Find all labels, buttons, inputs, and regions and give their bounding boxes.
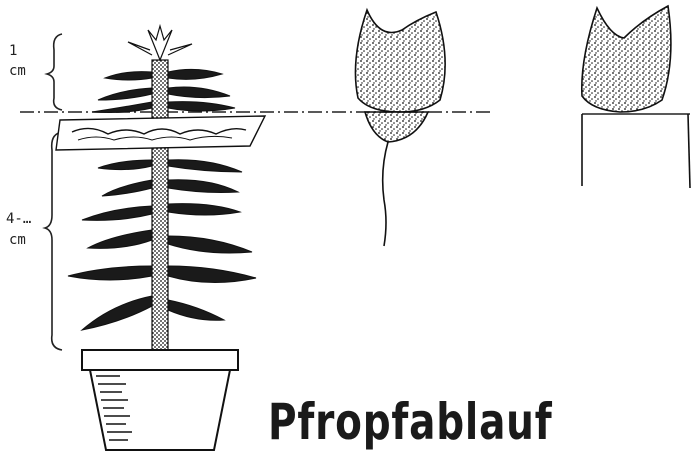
scion-on-stock xyxy=(582,6,690,188)
label-4cm-number: 4-… xyxy=(6,211,31,227)
brace-4cm xyxy=(45,132,62,350)
flower-pot xyxy=(82,350,238,450)
label-1cm-unit: cm xyxy=(9,63,26,79)
scion-with-root xyxy=(355,10,445,246)
label-1cm-number: 1 xyxy=(9,43,17,59)
label-4cm-unit: cm xyxy=(9,232,26,248)
brace-1cm xyxy=(47,34,62,110)
diagram-title: Pfropfablauf xyxy=(268,392,552,452)
graft-band xyxy=(56,116,265,150)
cactus-plant xyxy=(56,26,265,355)
